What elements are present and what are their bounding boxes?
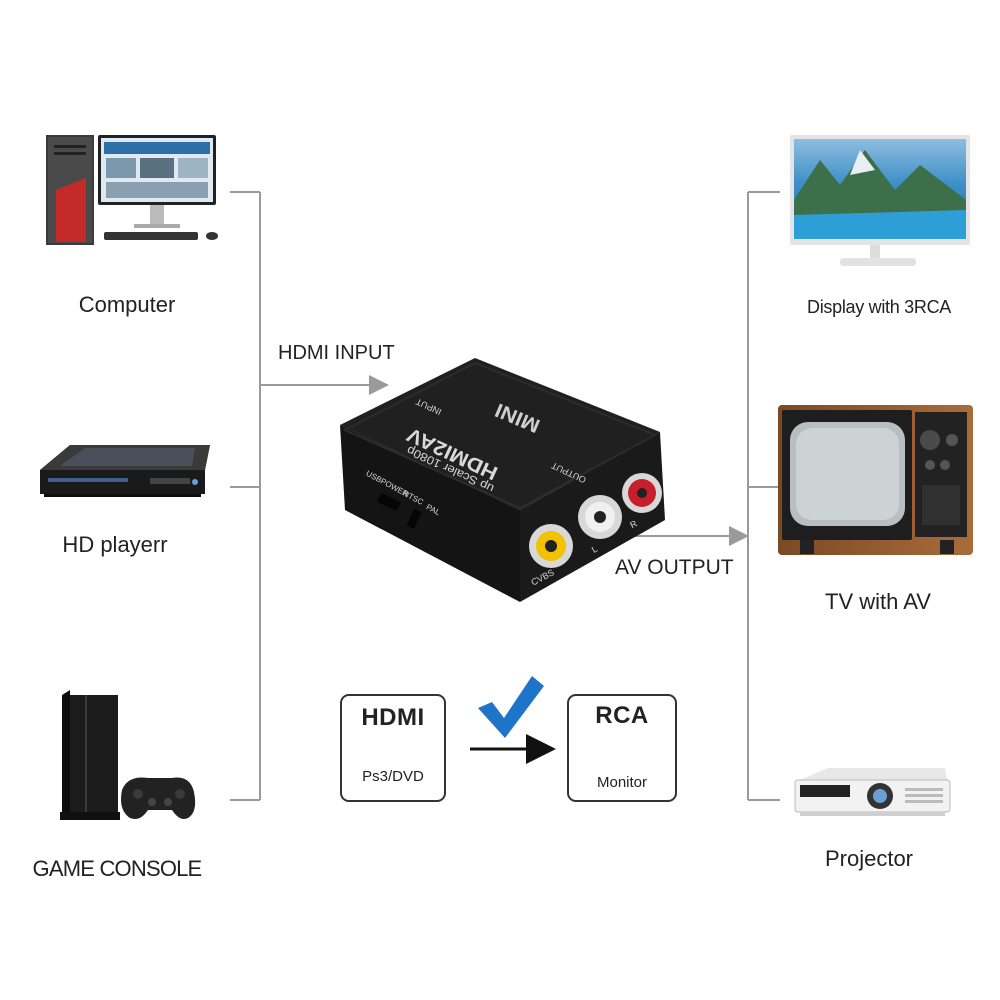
rca-jack-red	[622, 473, 662, 513]
check-mark-icon	[478, 676, 544, 738]
source-label-game-console: GAME CONSOLE	[32, 856, 203, 881]
converter-jack-right: R	[628, 518, 639, 530]
rca-legend-subtitle: Monitor	[596, 774, 648, 791]
rca-legend-title: RCA	[595, 702, 649, 729]
source-label-hd-player: HD playerr	[62, 532, 168, 557]
hdmi-legend-title: HDMI	[361, 704, 425, 731]
game-console-icon	[60, 690, 196, 820]
output-label-projector: Projector	[824, 846, 914, 871]
hdmi-input-label: HDMI INPUT	[278, 342, 395, 364]
rca-jack-white	[578, 495, 622, 539]
projector-icon	[794, 768, 951, 816]
hdmi-legend-subtitle: Ps3/DVD	[362, 768, 424, 785]
source-label-computer: Computer	[78, 292, 176, 317]
computer-icon	[46, 135, 218, 245]
av-output-label: AV OUTPUT	[615, 556, 734, 579]
input-connector-lines	[230, 191, 389, 801]
hdmi2av-converter	[340, 358, 665, 602]
converter-jack-left: L	[590, 544, 599, 555]
output-label-tv: TV with AV	[825, 589, 931, 614]
output-connector-lines	[632, 191, 780, 801]
display-monitor-icon	[790, 135, 970, 266]
hdmi-legend-box: HDMI Ps3/DVD	[340, 694, 446, 802]
retro-tv-icon	[778, 405, 973, 555]
bluray-player-icon	[40, 445, 210, 497]
output-label-display: Display with 3RCA	[807, 297, 951, 317]
rca-jack-yellow	[529, 524, 573, 568]
rca-legend-box: RCA Monitor	[567, 694, 677, 802]
